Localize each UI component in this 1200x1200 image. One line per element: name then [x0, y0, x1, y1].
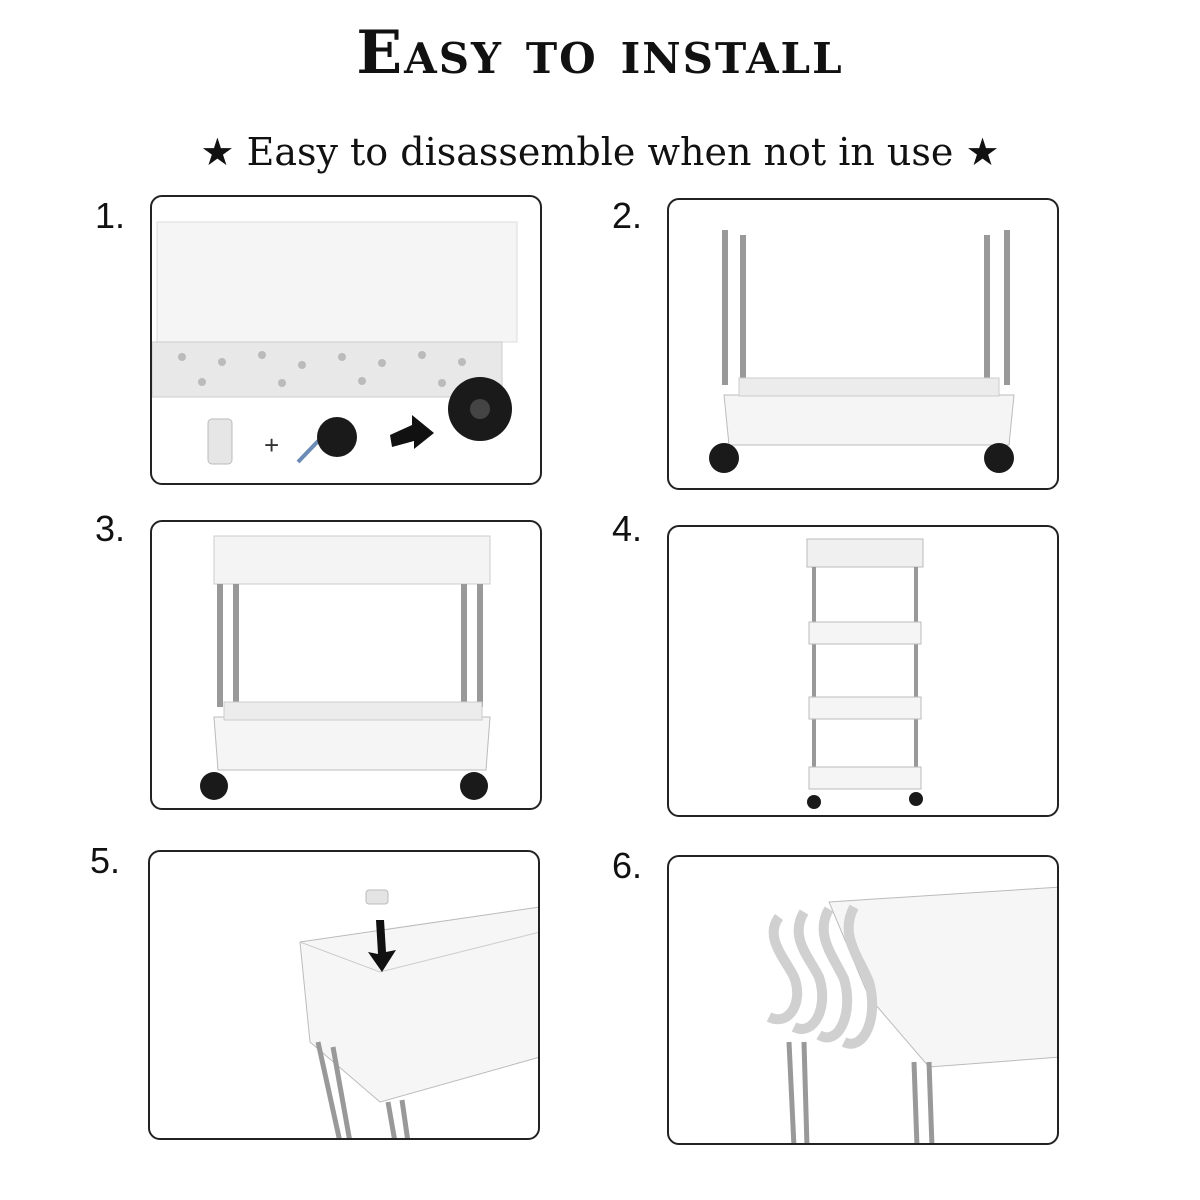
page-subtitle: ★ Easy to disassemble when not in use ★ [0, 130, 1200, 174]
star-icon-right: ★ [965, 130, 1000, 174]
step-2-panel [667, 198, 1059, 490]
step-number-1: 1. [95, 195, 126, 236]
step-number-4: 4. [612, 508, 643, 549]
step-number-5: 5. [90, 840, 121, 881]
star-icon-left: ★ [200, 130, 235, 174]
caster-icon [317, 417, 357, 457]
step-3-panel [150, 520, 542, 810]
step-6-panel [667, 855, 1059, 1145]
step-5-panel [148, 850, 540, 1140]
page-title: Easy to install [356, 18, 844, 88]
wheel-icon [909, 792, 923, 806]
step-number-6: 6. [612, 845, 643, 886]
wheel-icon [984, 443, 1014, 473]
step-3-illustration [200, 535, 491, 800]
step-4-illustration [806, 538, 924, 809]
step-1-illustration: + [152, 221, 518, 465]
subtitle-text: Easy to disassemble when not in use [246, 130, 954, 174]
step-2-illustration [709, 230, 1015, 473]
arrow-right-icon [390, 415, 434, 449]
arrow-down-icon [368, 920, 396, 972]
pole-cap-icon [207, 418, 233, 465]
step-number-3: 3. [95, 508, 126, 549]
hook-icon [766, 904, 878, 1049]
step-5-illustration [299, 889, 538, 1138]
pole-cap-icon [365, 889, 389, 905]
wheel-icon [460, 772, 488, 800]
plus-sign: + [264, 430, 279, 460]
wheel-icon [709, 443, 739, 473]
step-6-illustration [766, 886, 1057, 1143]
step-1-panel: + [150, 195, 542, 485]
wheel-icon [200, 772, 228, 800]
step-number-2: 2. [612, 195, 643, 236]
wheel-icon [807, 795, 821, 809]
step-4-panel [667, 525, 1059, 817]
